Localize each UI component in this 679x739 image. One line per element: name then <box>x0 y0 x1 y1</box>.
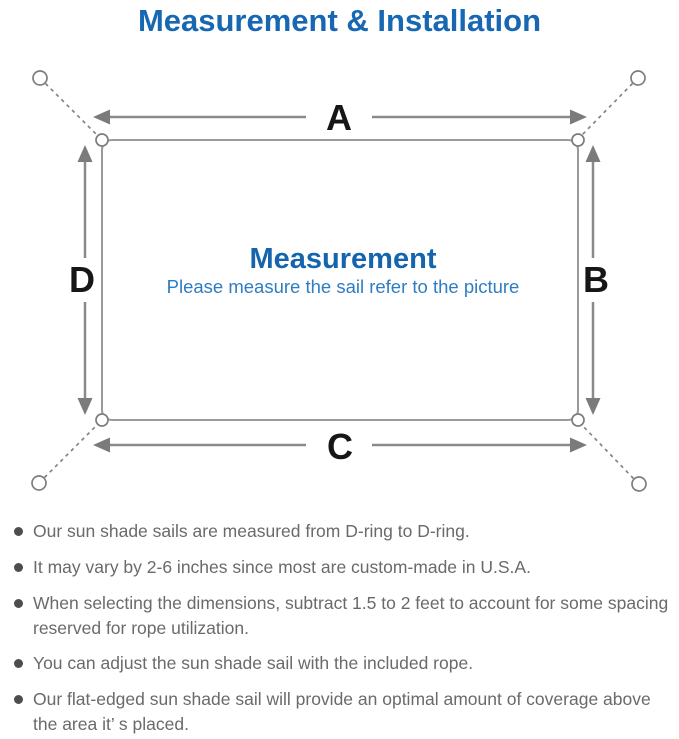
anchor-circle-top-left-icon <box>32 70 48 86</box>
anchor-points <box>31 70 647 492</box>
guy-line-top-left <box>44 82 100 138</box>
d-ring-bottom-right-icon <box>571 413 585 427</box>
arrow-up-icon <box>585 145 601 162</box>
dim-label-b: B <box>583 259 609 300</box>
sail-rectangle <box>101 139 579 421</box>
d-rings <box>95 133 585 427</box>
bullet-dot-icon <box>14 598 23 608</box>
guy-line-top-right <box>579 82 634 138</box>
list-item: It may vary by 2-6 inches since most are… <box>12 555 673 580</box>
dim-label-a: A <box>326 97 352 138</box>
d-ring-top-left-icon <box>95 133 109 147</box>
dim-label-c: C <box>327 426 353 467</box>
page-title: Measurement & Installation <box>137 3 542 38</box>
bullet-dot-icon <box>14 527 23 536</box>
d-ring-bottom-left-icon <box>95 413 109 427</box>
anchor-circle-top-right-icon <box>630 70 646 86</box>
guy-line-bottom-right <box>579 422 635 480</box>
arrow-right-icon <box>570 437 587 453</box>
arrow-down-icon <box>585 398 601 415</box>
note-text: You can adjust the sun shade sail with t… <box>33 653 474 674</box>
bullet-dot-icon <box>14 695 23 705</box>
anchor-circle-bottom-left-icon <box>31 475 47 491</box>
arrow-right-icon <box>570 109 587 125</box>
arrow-up-icon <box>77 145 93 162</box>
arrow-left-icon <box>93 109 110 125</box>
note-text: When selecting the dimensions, subtract … <box>33 592 669 638</box>
note-text: Our flat-edged sun shade sail will provi… <box>33 689 651 735</box>
corner-guy-lines <box>43 82 635 480</box>
dimension-d: D <box>69 145 95 415</box>
diagram-center-title: Measurement <box>250 243 437 275</box>
note-text: It may vary by 2-6 inches since most are… <box>33 556 531 577</box>
note-text: Our sun shade sails are measured from D-… <box>33 521 470 541</box>
guy-line-bottom-left <box>43 422 100 479</box>
list-item: When selecting the dimensions, subtract … <box>12 591 673 641</box>
list-item: You can adjust the sun shade sail with t… <box>12 651 673 676</box>
arrow-down-icon <box>77 398 93 415</box>
measurement-diagram: A C D B Measurement Please meas <box>31 70 647 492</box>
dimension-a: A <box>93 97 587 138</box>
d-ring-top-right-icon <box>571 133 585 147</box>
bullet-dot-icon <box>14 659 23 669</box>
arrow-left-icon <box>93 437 110 453</box>
dimension-c: C <box>93 426 587 467</box>
bullet-dot-icon <box>14 562 23 572</box>
notes-list: Our sun shade sails are measured from D-… <box>0 519 679 737</box>
list-item: Our flat-edged sun shade sail will provi… <box>12 687 673 737</box>
dim-label-d: D <box>69 259 95 300</box>
dimension-b: B <box>583 145 609 415</box>
diagram-center-subtitle: Please measure the sail refer to the pic… <box>167 276 520 297</box>
list-item: Our sun shade sails are measured from D-… <box>12 519 673 544</box>
anchor-circle-bottom-right-icon <box>631 476 647 492</box>
